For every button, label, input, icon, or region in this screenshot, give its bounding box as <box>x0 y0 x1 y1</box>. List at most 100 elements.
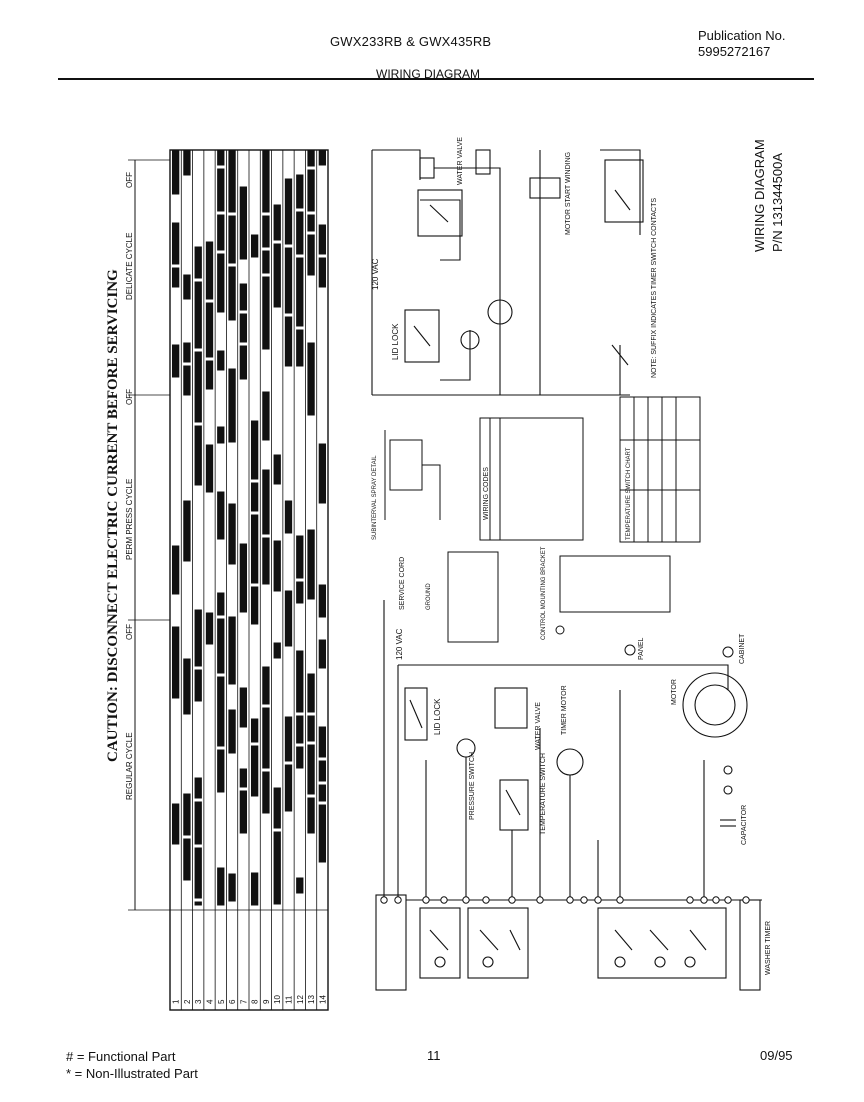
timer-contact-bar <box>307 715 315 742</box>
timer-contact-bar <box>307 673 315 713</box>
timer-contact-bar <box>250 514 259 584</box>
terminal-dot <box>462 896 470 904</box>
timer-contact-bar <box>194 246 202 279</box>
water-valve-label-upper: WATER VALVE <box>457 137 464 185</box>
timer-row-number: 7 <box>239 999 248 1004</box>
timer-contact-bar <box>284 178 293 245</box>
timer-motor-label: TIMER MOTOR <box>561 685 568 735</box>
caution-text: CAUTION: DISCONNECT ELECTRIC CURRENT BEF… <box>105 269 121 762</box>
spray-detail-label: SUBINTERVAL SPRAY DETAIL <box>372 455 378 540</box>
timer-contact-bar <box>194 669 202 702</box>
timer-contact-bar <box>307 342 315 416</box>
terminal-dot <box>742 896 750 904</box>
timer-contact-bar <box>205 444 214 493</box>
timer-contact-bar <box>318 804 327 863</box>
timer-contact-bar <box>217 749 225 793</box>
timer-contact-bar <box>262 666 270 705</box>
timer-contact-bar <box>262 391 270 441</box>
timer-contact-bar <box>183 793 191 836</box>
timer-contact-bar <box>205 302 214 358</box>
timer-contact-bar <box>171 267 180 288</box>
timer-contact-bar <box>194 777 202 799</box>
timer-row-number: 1 <box>172 999 181 1004</box>
pressure-switch-label: PRESSURE SWITCH <box>469 752 476 820</box>
timer-contact-bar <box>318 584 327 618</box>
timer-contact-bar <box>318 639 327 669</box>
timer-contact-bar <box>239 687 248 728</box>
capacitor-label: CAPACITOR <box>741 805 748 845</box>
timer-contact-bar <box>239 283 248 311</box>
timer-row-number: 14 <box>318 995 327 1004</box>
timer-contact-bar <box>284 500 293 534</box>
timer-row-number: 13 <box>307 995 316 1004</box>
timer-contact-bar <box>318 149 327 166</box>
timer-contact-bar <box>250 745 259 797</box>
timer-contact-bar <box>228 709 236 754</box>
service-cord-label: SERVICE CORD <box>399 557 406 610</box>
timer-contact-bar <box>194 609 202 667</box>
terminal-dot <box>536 896 544 904</box>
timer-contact-bar <box>228 215 236 264</box>
timer-contact-bar <box>284 247 293 314</box>
timer-contact-bar <box>284 590 293 647</box>
timer-contact-bar <box>284 316 293 367</box>
timer-contact-bar <box>217 253 225 313</box>
timer-contact-bar <box>205 360 214 390</box>
timer-contact-bar <box>171 803 180 845</box>
timer-contact-bar <box>239 186 248 260</box>
temp-switch-chart-label: TEMPERATURE SWITCH CHART <box>626 447 632 540</box>
voltage-label-lower: 120 VAC <box>395 628 404 660</box>
timer-contact-bar <box>296 650 304 713</box>
voltage-label-upper: 120 VAC <box>371 258 380 290</box>
terminal-dot <box>580 896 588 904</box>
terminal-dot <box>566 896 574 904</box>
timer-row-number: 2 <box>183 999 192 1004</box>
timer-contact-bar <box>262 771 270 814</box>
suffix-note: NOTE: SUFFIX INDICATES TIMER SWITCH CONT… <box>651 198 658 378</box>
timer-contact-bar <box>205 612 214 645</box>
timer-contact-bar <box>307 744 315 795</box>
terminal-dot <box>616 896 624 904</box>
terminal-dot <box>700 896 708 904</box>
washer-timer-bank <box>375 894 762 991</box>
timer-contact-bar <box>183 149 191 176</box>
cabinet-label: CABINET <box>739 633 746 664</box>
terminal-dot <box>482 896 490 904</box>
timer-contact-bar <box>273 540 281 592</box>
cycle-label-regular: REGULAR CYCLE <box>125 732 134 800</box>
timer-contact-bar <box>307 529 315 600</box>
non-illustrated-part-note: * = Non-Illustrated Part <box>66 1066 198 1081</box>
timer-contact-bar <box>273 204 281 241</box>
timer-contact-bar <box>284 764 293 812</box>
timer-contact-bar <box>239 543 248 613</box>
publication-info: Publication No. 5995272167 <box>698 28 785 60</box>
washer-timer-label: WASHER TIMER <box>765 921 772 975</box>
timer-row-number: 10 <box>273 995 282 1004</box>
timer-row-number: 6 <box>228 999 237 1004</box>
timer-contact-bar <box>273 831 281 905</box>
timer-row-number: 3 <box>194 999 203 1004</box>
timer-contact-bar <box>217 350 225 371</box>
diagram-title-rotated: WIRING DIAGRAM <box>752 139 767 252</box>
timer-contact-bar <box>194 847 202 899</box>
timer-contact-bar <box>171 149 180 195</box>
timer-contact-bar <box>217 149 225 166</box>
publication-label: Publication No. <box>698 28 786 43</box>
timer-contact-bar <box>318 224 327 255</box>
ground-label: GROUND <box>426 583 432 610</box>
timer-row-number: 8 <box>251 999 260 1004</box>
timer-contact-bar <box>296 211 304 255</box>
timer-row-number: 11 <box>285 995 294 1004</box>
timer-contact-bar <box>318 257 327 288</box>
timer-contact-bar <box>262 469 270 535</box>
footer-date: 09/95 <box>760 1048 793 1063</box>
timer-contact-bar <box>171 626 180 699</box>
timer-contact-bar <box>296 535 304 579</box>
timer-row-number: 5 <box>217 999 226 1004</box>
control-bracket-label: CONTROL MOUNTING BRACKET <box>541 546 547 640</box>
timer-contact-bar <box>284 716 293 762</box>
section-title: WIRING DIAGRAM <box>376 67 480 81</box>
timer-contact-bar <box>296 746 304 769</box>
header-rule <box>58 78 814 80</box>
